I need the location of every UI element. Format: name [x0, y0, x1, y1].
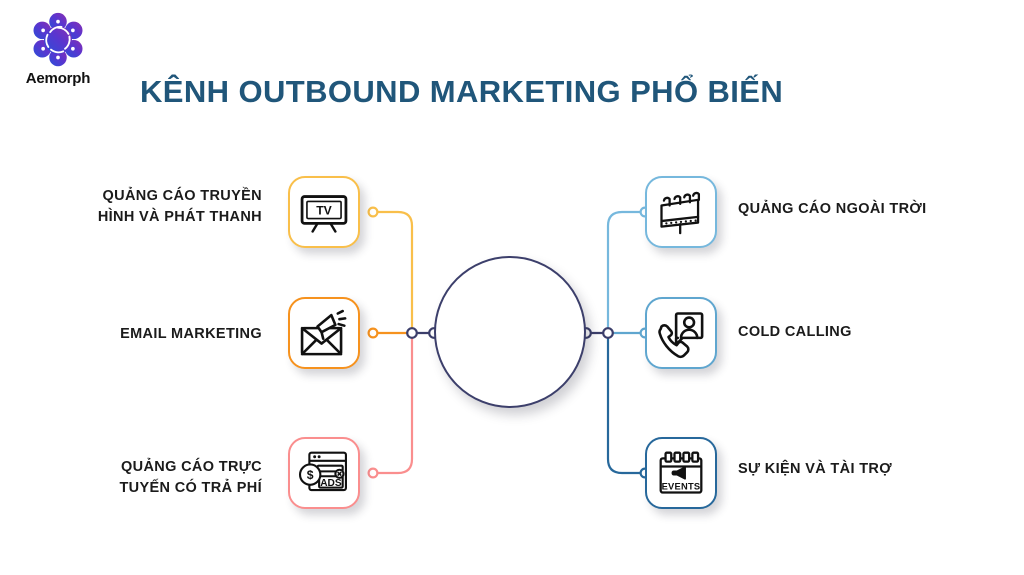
- channel-label-cold-calling: COLD CALLING: [738, 322, 998, 343]
- channel-label-events: SỰ KIỆN VÀ TÀI TRỢ: [738, 459, 998, 480]
- paid-online-ads-icon: $ ADS: [298, 451, 347, 492]
- wire-ooh: [606, 210, 647, 335]
- svg-text:$: $: [307, 468, 314, 482]
- brand-name: Aemorph: [25, 70, 91, 87]
- channel-icon-email[interactable]: [288, 297, 360, 369]
- events-calendar-icon: EVENTS: [659, 451, 703, 494]
- channel-label-email: EMAIL MARKETING: [52, 324, 262, 345]
- brand-logo: Aemorph: [18, 12, 98, 87]
- channel-label-television-line1: QUẢNG CÁO TRUYỀN: [102, 188, 262, 204]
- dot-right-junction: [602, 327, 614, 339]
- wire-ads: [370, 331, 414, 475]
- events-calendar-icon-text: EVENTS: [662, 481, 701, 491]
- dot-email: [367, 327, 379, 339]
- channel-label-paid-ads-line2: TUYẾN CÓ TRẢ PHÍ: [119, 480, 262, 497]
- channel-label-email-line1: EMAIL MARKETING: [120, 326, 262, 342]
- aemorph-hexagon-logo-icon: [33, 12, 83, 67]
- channel-icon-television[interactable]: TV: [288, 176, 360, 248]
- wire-events: [606, 331, 647, 475]
- channel-label-television: QUẢNG CÁO TRUYỀN HÌNH VÀ PHÁT THANH: [52, 186, 262, 228]
- paid-online-ads-icon-text: ADS: [320, 478, 342, 489]
- phone-person-icon: [658, 312, 704, 359]
- channel-icon-events[interactable]: EVENTS: [645, 437, 717, 509]
- channel-label-billboard: QUẢNG CÁO NGOÀI TRỜI: [738, 199, 998, 220]
- channel-icon-cold-calling[interactable]: [645, 297, 717, 369]
- television-icon-text: TV: [316, 203, 332, 217]
- dot-tv: [367, 206, 379, 218]
- billboard-icon: [660, 191, 701, 235]
- dot-left-junction: [406, 327, 418, 339]
- channel-icon-billboard[interactable]: [645, 176, 717, 248]
- channel-label-paid-ads: QUẢNG CÁO TRỰC TUYẾN CÓ TRẢ PHÍ: [52, 457, 262, 499]
- dot-ads: [367, 467, 379, 479]
- television-icon: TV: [300, 195, 348, 233]
- email-megaphone-icon: [300, 309, 347, 356]
- channel-label-billboard-line1: QUẢNG CÁO NGOÀI TRỜI: [738, 201, 927, 217]
- channel-label-events-line1: SỰ KIỆN VÀ TÀI TRỢ: [738, 461, 892, 477]
- channel-label-television-line2: HÌNH VÀ PHÁT THANH: [97, 209, 262, 226]
- center-hub: [434, 256, 586, 408]
- page-title: KÊNH OUTBOUND MARKETING PHỔ BIẾN: [140, 74, 784, 109]
- channel-label-cold-calling-line1: COLD CALLING: [738, 324, 852, 340]
- wire-tv: [370, 210, 414, 335]
- channel-icon-paid-ads[interactable]: $ ADS: [288, 437, 360, 509]
- channel-label-paid-ads-line1: QUẢNG CÁO TRỰC: [121, 459, 262, 475]
